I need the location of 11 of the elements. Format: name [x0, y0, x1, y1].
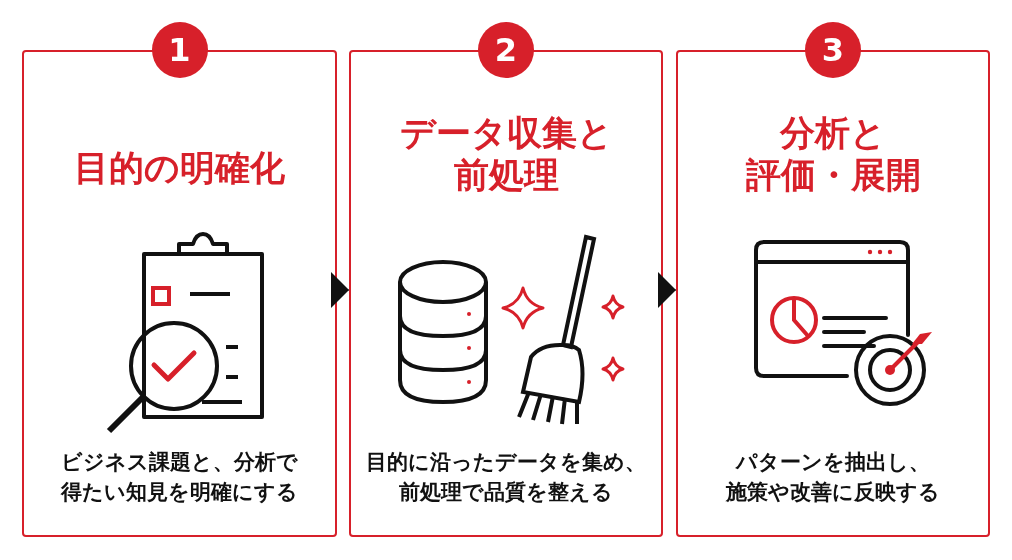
step-title: データ収集と前処理: [398, 112, 614, 196]
step-number-badge: 1: [151, 22, 208, 78]
arrow: [331, 272, 350, 308]
step-title: 目的の明確化: [73, 147, 286, 189]
step-description: ビジネス課題と、分析で得たい知見を明確にする: [59, 449, 299, 506]
step-number-badge: 3: [805, 22, 861, 78]
step-title: 分析と評価・展開: [744, 112, 922, 196]
step-description: パターンを抽出し、施策や改善に反映する: [725, 449, 941, 506]
step-description: 目的に沿ったデータを集め、前処理で品質を整える: [365, 449, 647, 506]
arrow: [658, 272, 677, 308]
step-number-badge: 2: [478, 22, 534, 78]
